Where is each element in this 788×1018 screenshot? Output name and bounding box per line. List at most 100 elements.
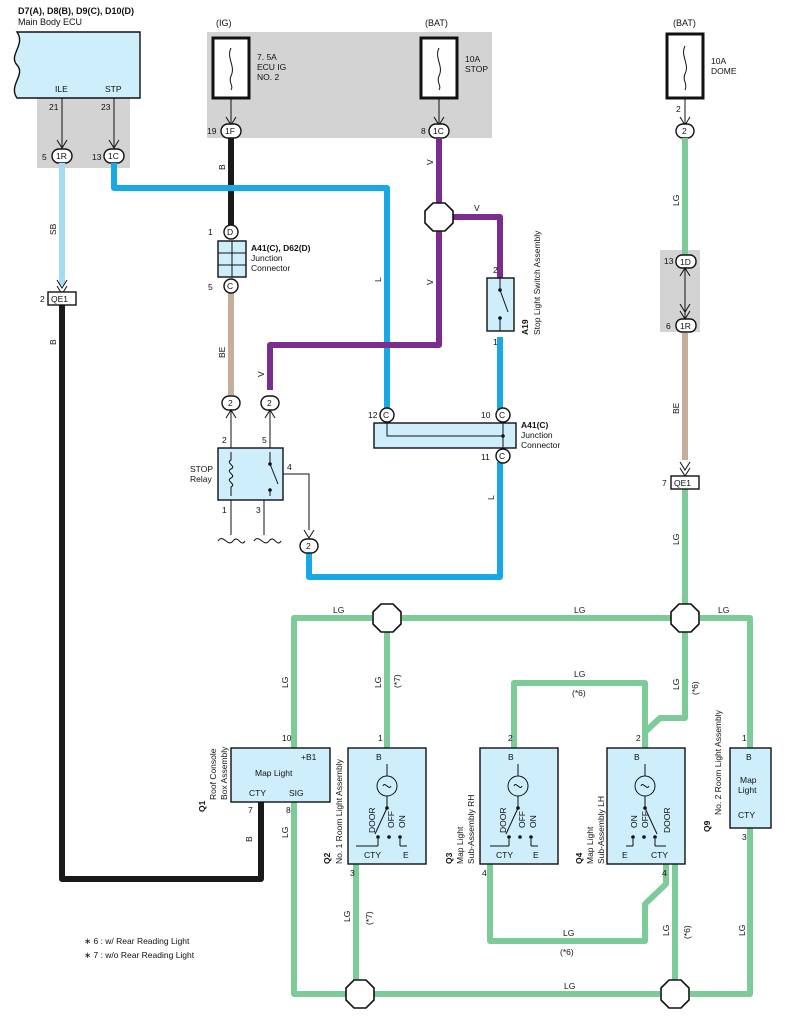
splice-lg-top-right [670,603,700,633]
main-body-ecu-box [13,31,141,99]
q9-label1: Map [740,775,757,785]
q4-code: Q4 [574,852,584,864]
a19-code: A19 [520,319,530,335]
wire-lg-q3-top [511,680,648,748]
q1-b1: +B1 [301,752,317,762]
relay-pin5: 5 [262,435,267,445]
q4-pin2: 2 [636,733,641,743]
a19-pin1: 1 [493,337,498,347]
q4-on: ON [629,815,639,828]
q9-pin3: 3 [742,832,747,842]
label-sb: SB [48,223,58,235]
a41d-connector-c-label: C [227,281,233,291]
label-star6b: (*6) [690,681,700,695]
connector-1c-stop-label: 1C [433,126,444,136]
a41d-connector-d [223,224,239,240]
label-star7b: (*7) [364,911,374,925]
label-lg-q4b: LG [661,925,671,936]
q3-switch-icon [505,807,519,835]
relay-pin2: 2 [222,435,227,445]
label-v4: V [256,371,266,377]
relay-connector-2a-label: 2 [228,398,233,408]
relay-connector-2c [299,538,319,554]
fuse-dome-icon [683,45,687,91]
q9-b: B [746,752,752,762]
label-v3: V [425,279,435,285]
label-lg-q1: LG [280,827,290,838]
q1-pin7: 7 [248,805,253,815]
a41d-pin1: 1 [208,227,213,237]
fuse-stop-pin: 8 [421,126,426,136]
q4-name1: Map Light [585,826,595,864]
a19-pin2: 2 [493,265,498,275]
fuse-stop-name-2: STOP [465,64,488,74]
fuse-ig-name-3: NO. 2 [257,72,279,82]
q4-name2: Sub-Assembly LH [596,796,606,864]
qe1-left-pin: 2 [40,294,45,304]
a41c-connector-10-label: C [499,410,505,420]
a41d-sub2: Connector [251,263,290,273]
a41d-connector-d-label: D [227,227,233,237]
label-be1: BE [217,346,227,358]
label-lg-low: LG [671,534,681,545]
q9-pin1: 1 [742,733,747,743]
q1-pin10: 10 [282,733,292,743]
q3-door: DOOR [498,808,508,834]
q2-b: B [376,752,382,762]
q3-pin2: 2 [508,733,513,743]
label-l2: L [486,495,496,500]
q3-pin4: 4 [482,868,487,878]
q4-pin4: 4 [662,868,667,878]
label-lg-top2: LG [574,605,585,615]
a41c-sub1: Junction [521,430,553,440]
fuse-ig-name-1: 7. 5A [257,52,277,62]
a41c-connector-12-label: C [383,410,389,420]
q3-name2: Sub-Assembly RH [466,795,476,864]
connector-qe1-left [47,291,77,306]
label-lg-q2b: LG [342,911,352,922]
q1-cty: CTY [249,788,266,798]
label-b2: B [217,164,227,170]
a41c-connector-12 [379,407,395,423]
q3-cty: CTY [496,850,513,860]
connector-1d-label: 1D [680,257,691,267]
dome-pin6: 6 [666,321,671,331]
q9-name: No. 2 Room Light Assembly [713,709,723,815]
fuse-ig-pin: 19 [207,126,217,136]
label-lg-bottom: LG [564,981,575,991]
connector-1r-label: 1R [56,151,67,161]
label-l1: L [373,277,383,282]
q1-name1: Roof Console [208,748,218,800]
label-star6a: (*6) [572,688,586,698]
ecu-num-21: 21 [49,102,59,112]
connector-qe1-left-label: QE1 [51,294,68,304]
fuse-dome [665,32,705,100]
q9-cty: CTY [738,810,755,820]
q1-map-light-box [230,747,331,803]
qe1-right-pin: 7 [662,478,667,488]
q3-b: B [508,752,514,762]
label-lg-q3top: LG [574,669,585,679]
label-star6c: (*6) [560,947,574,957]
label-be2: BE [671,402,681,414]
label-lg-q2: LG [373,677,383,688]
q2-code: Q2 [322,852,332,864]
fuse-stop-icon [437,47,441,91]
relay-pin3: 3 [256,505,261,515]
label-lg-q3bot: LG [563,928,574,938]
fuse-bat-label: (BAT) [425,18,448,28]
q2-name: No. 1 Room Light Assembly [334,758,344,864]
fuse-ig-label: (IG) [216,18,232,28]
q9-room-light-box [729,747,772,829]
q3-code: Q3 [444,852,454,864]
a41c-pin12: 12 [368,410,378,420]
note-7: ∗ 7 : w/o Rear Reading Light [84,950,195,960]
wire-b-ecu-q1 [59,304,264,882]
q3-off: OFF [517,811,527,828]
splice-lg-top-left [372,603,402,633]
a41c-pin11: 11 [481,452,490,462]
a41d-connector-c [223,278,239,294]
connector-1d [675,254,697,269]
relay-connector-2c-label: 2 [306,541,311,551]
